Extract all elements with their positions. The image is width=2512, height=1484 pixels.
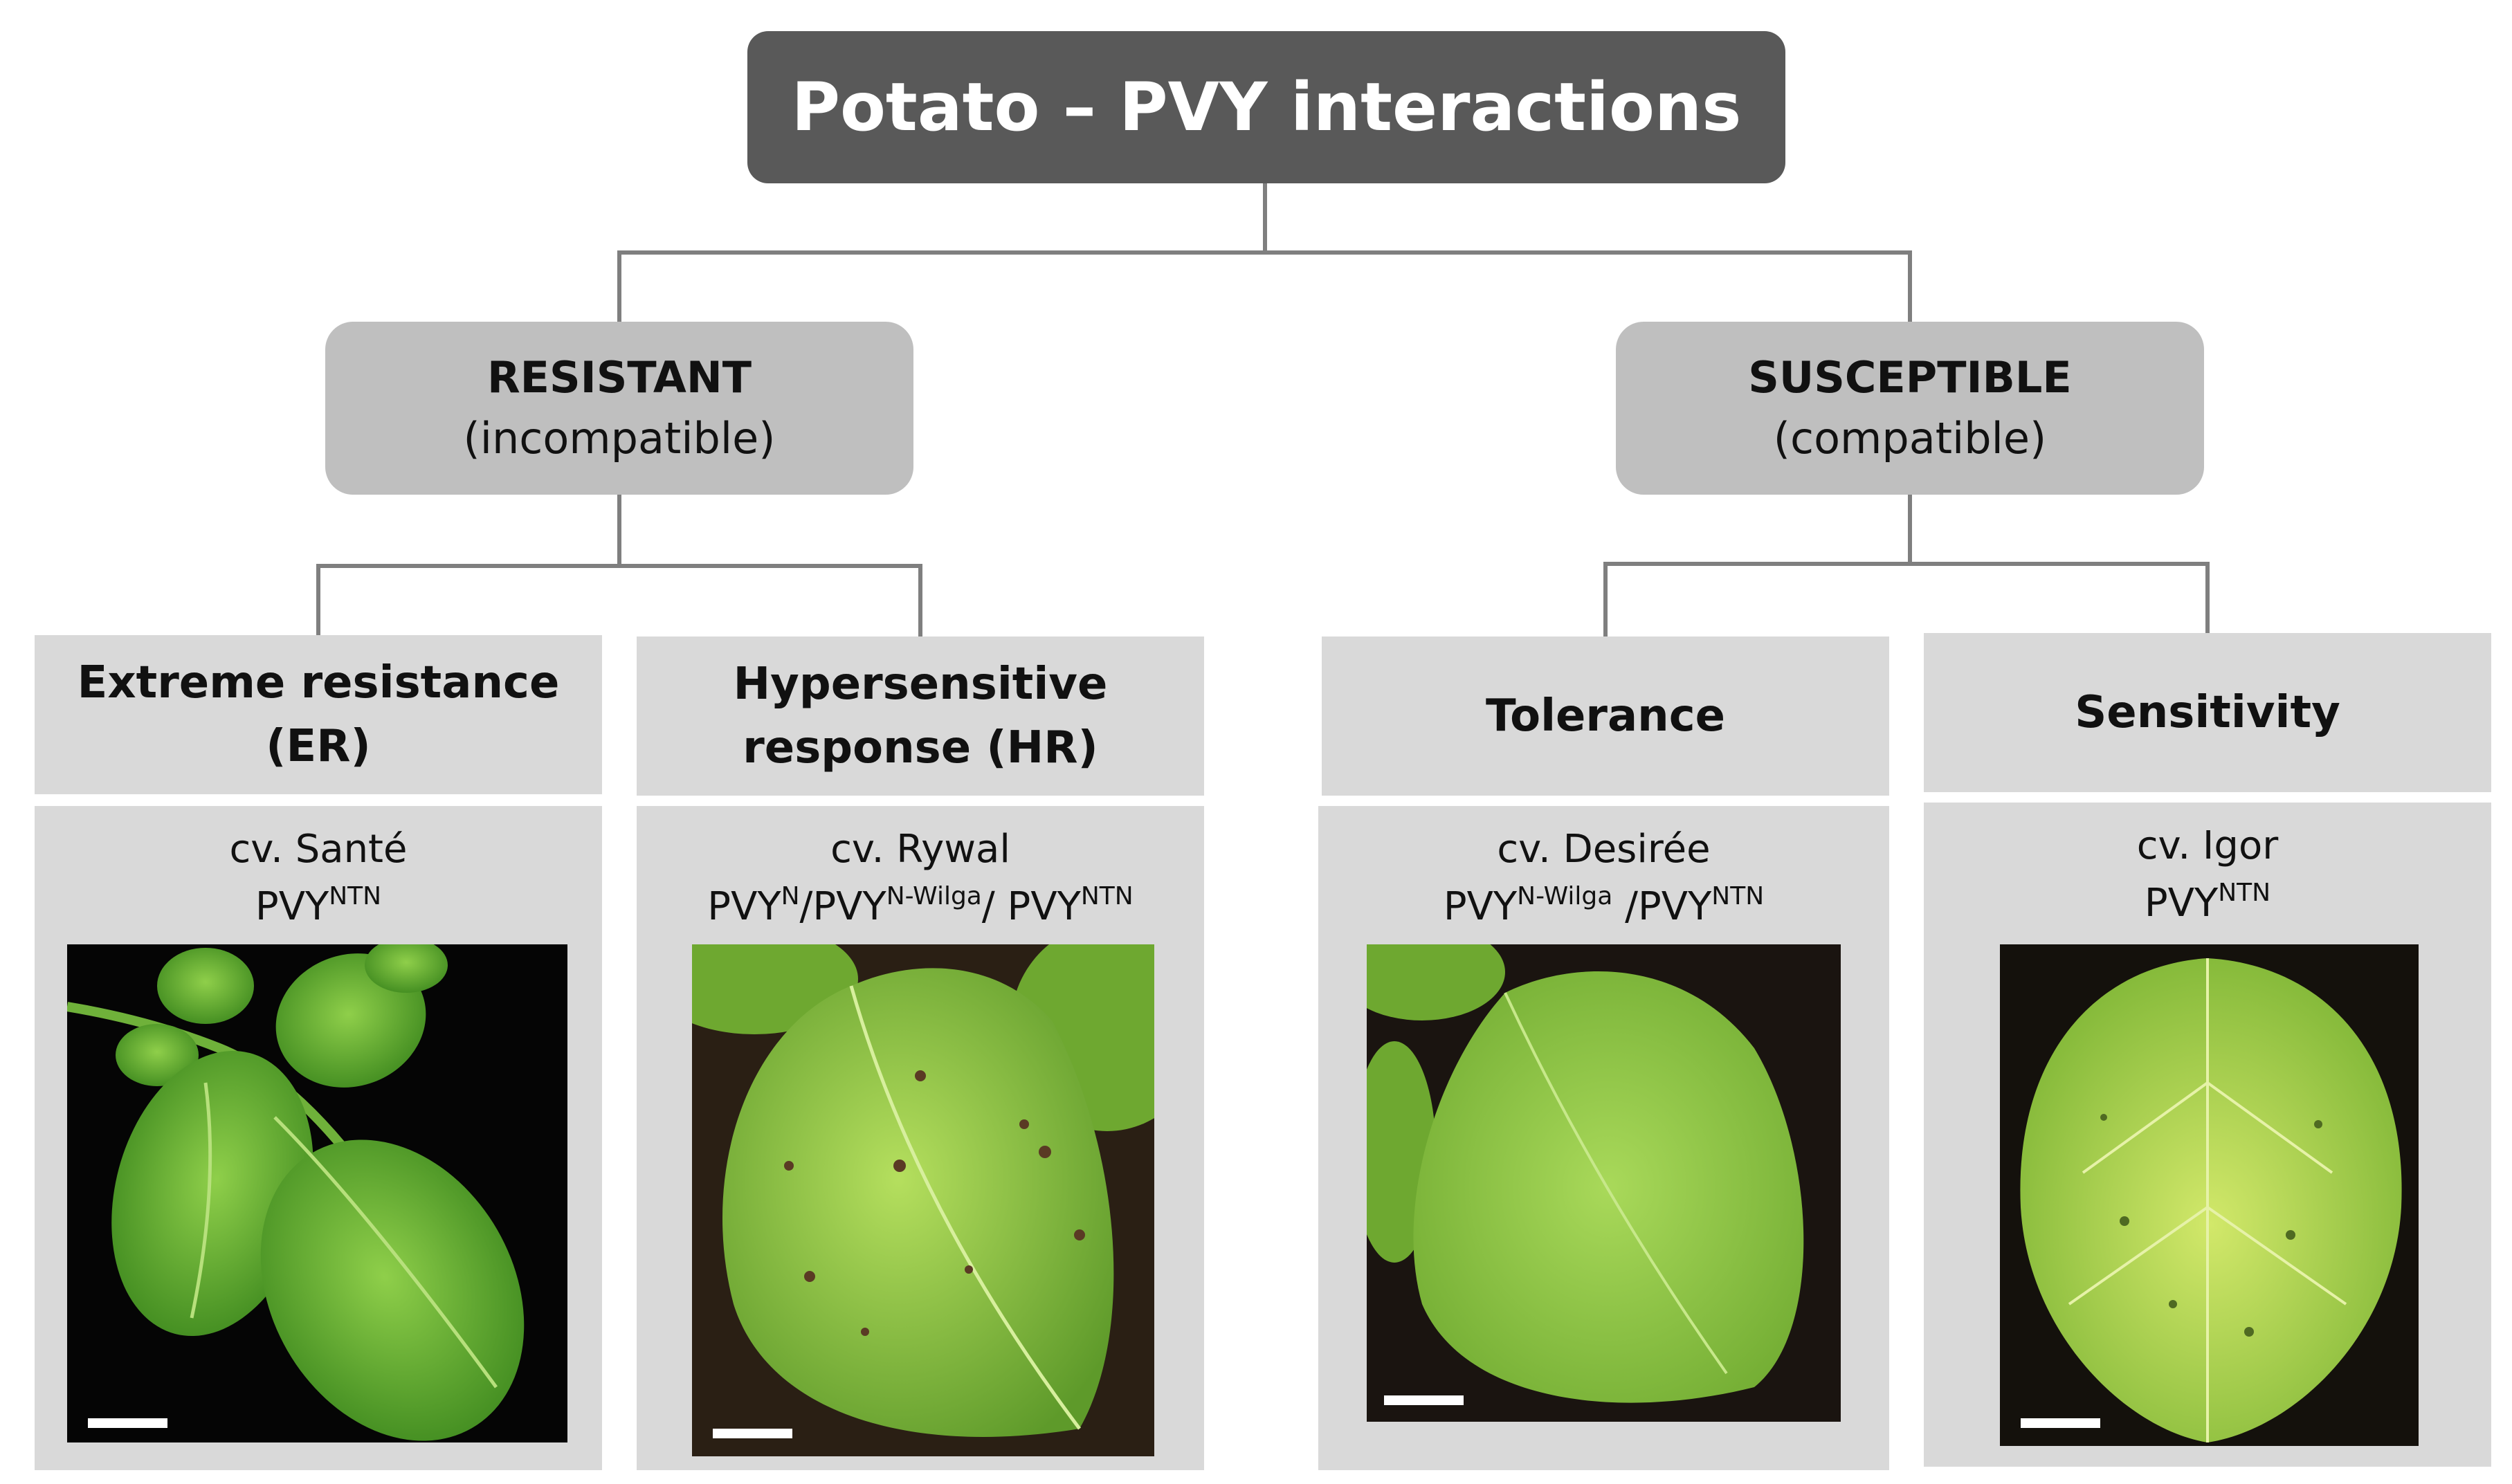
category-subtitle: (incompatible) xyxy=(463,413,776,464)
scale-bar xyxy=(713,1429,792,1438)
cultivar-label: cv. Santé xyxy=(229,827,408,872)
category-title: RESISTANT xyxy=(486,352,752,403)
category-subtitle: (compatible) xyxy=(1773,413,2047,464)
response-panel-hr: cv. Rywal PVYN/PVYN-Wilga/ PVYNTN xyxy=(637,806,1204,1470)
response-title-line2: response (HR) xyxy=(743,722,1098,773)
response-title-line1: Extreme resistance xyxy=(77,657,560,708)
response-header-er: Extreme resistance (ER) xyxy=(35,635,602,794)
leaf-photo-tolerance xyxy=(1367,944,1841,1422)
category-resistant: RESISTANT (incompatible) xyxy=(325,322,913,495)
response-title-line1: Tolerance xyxy=(1485,690,1726,742)
category-title: SUSCEPTIBLE xyxy=(1748,352,2072,403)
response-title-line2: (ER) xyxy=(266,721,371,772)
root-node: Potato – PVY interactions xyxy=(747,31,1785,183)
category-susceptible: SUSCEPTIBLE (compatible) xyxy=(1616,322,2204,495)
response-header-sensitivity: Sensitivity xyxy=(1924,633,2491,792)
response-title-line1: Sensitivity xyxy=(2075,687,2340,738)
connector-resistant-branches xyxy=(316,495,922,636)
response-header-hr: Hypersensitive response (HR) xyxy=(637,636,1204,796)
scale-bar xyxy=(1384,1395,1464,1405)
scale-bar xyxy=(2021,1418,2100,1428)
root-title: Potato – PVY interactions xyxy=(791,68,1742,146)
connector-susceptible-branches xyxy=(1603,495,2210,636)
cultivar-label: cv. Rywal xyxy=(830,827,1010,872)
virus-strains: PVYN-Wilga /PVYNTN xyxy=(1443,882,1765,929)
connector-root-to-categories xyxy=(617,183,1912,322)
virus-strains: PVYN/PVYN-Wilga/ PVYNTN xyxy=(707,882,1134,929)
virus-strains: PVYNTN xyxy=(2144,879,2271,926)
scale-bar xyxy=(88,1418,167,1428)
response-panel-sensitivity: cv. Igor PVYNTN xyxy=(1924,803,2491,1467)
response-header-tolerance: Tolerance xyxy=(1322,636,1889,796)
leaf-photo-er xyxy=(67,944,567,1442)
cultivar-label: cv. Desirée xyxy=(1497,827,1711,872)
virus-strains: PVYNTN xyxy=(255,882,382,929)
response-panel-er: cv. Santé PVYNTN xyxy=(35,806,602,1470)
response-title-line1: Hypersensitive xyxy=(733,659,1108,710)
leaf-photo-sensitivity xyxy=(2000,944,2419,1446)
response-panel-tolerance: cv. Desirée PVYN-Wilga /PVYNTN xyxy=(1318,806,1889,1470)
cultivar-label: cv. Igor xyxy=(2136,823,2279,868)
leaf-photo-hr xyxy=(692,944,1154,1456)
